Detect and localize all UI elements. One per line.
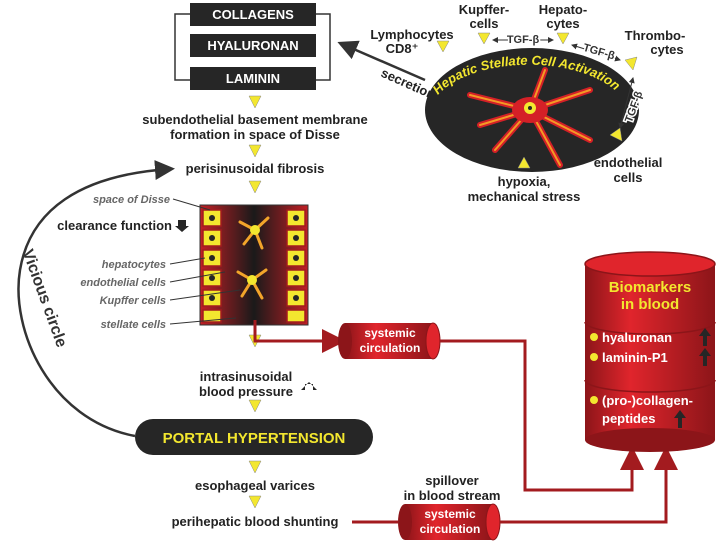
biomarker-laminin-up-arrow <box>699 348 711 366</box>
cd8-label: CD8⁺ <box>386 41 419 56</box>
circulation-to-biomarkers-arrow-2 <box>500 446 678 524</box>
sinusoid-label-stellate: stellate cells <box>101 319 166 331</box>
ecm-label-laminin: LAMININ <box>226 71 280 86</box>
kupffer-triangle <box>477 32 491 45</box>
portal-hypertension-label: PORTAL HYPERTENSION <box>163 430 346 447</box>
biomarker-bullet-3 <box>590 396 598 404</box>
biomarker-bullet-1 <box>590 333 598 341</box>
flow-triangle-7 <box>248 495 262 509</box>
pressure-label-1: intrasinusoidal <box>200 369 292 384</box>
biomarker-laminin: laminin-P1 <box>602 350 668 365</box>
kupffer-label-1: Kupffer- <box>459 2 510 17</box>
sinusoid-label-kupffer: Kupffer cells <box>100 295 166 307</box>
flow-triangle-6 <box>248 460 262 474</box>
biomarker-bullet-2 <box>590 353 598 361</box>
lymphocytes-triangle <box>436 40 450 53</box>
sinusoid-label-disse: space of Disse <box>93 194 170 206</box>
hypoxia-triangle <box>517 156 531 169</box>
flow-triangle-3 <box>248 180 262 194</box>
sinusoid-leader-hepatocytes <box>169 257 206 265</box>
secretion-arrow <box>337 40 426 82</box>
spillover-label-1: spillover <box>425 473 478 488</box>
kupffer-label-2: cells <box>470 16 499 31</box>
biomarkers-barrel: Biomarkers in blood hyaluronan laminin-P… <box>584 251 716 452</box>
shunting-label: perihepatic blood shunting <box>172 514 339 529</box>
ecm-bracket <box>174 13 331 81</box>
ecm-label-hyaluronan: HYALURONAN <box>207 38 298 53</box>
portal-hypertension-box: PORTAL HYPERTENSION <box>135 419 373 455</box>
ecm-box-laminin: LAMININ <box>190 67 316 90</box>
pressure-label-2: blood pressure <box>199 384 293 399</box>
sinusoid-to-circulation-arrow <box>253 320 346 353</box>
endothelial-triangle <box>609 127 623 142</box>
biomarker-collagen-up-arrow <box>674 410 686 428</box>
circulation-cylinder-bottom: systemic circulation <box>398 503 501 541</box>
biomarker-hyaluronan-up-arrow <box>699 328 711 346</box>
fibrosis-label: perisinusoidal fibrosis <box>186 161 325 176</box>
sinusoid-illustration <box>199 204 309 326</box>
hepatocytes-label-1: Hepato- <box>539 2 587 17</box>
circulation-top-label-1: systemic <box>364 326 416 340</box>
thrombocytes-label-1: Thrombo- <box>625 28 686 43</box>
basement-label-2: formation in space of Disse <box>170 127 340 142</box>
circulation-top-label-2: circulation <box>360 341 421 355</box>
flow-triangle-1 <box>248 95 262 109</box>
ecm-box-collagens: COLLAGENS <box>190 3 316 26</box>
hsc-ellipse <box>425 48 639 172</box>
varices-label: esophageal varices <box>195 478 315 493</box>
hypoxia-label-1: hypoxia, <box>498 174 551 189</box>
flow-triangle-5 <box>248 399 262 413</box>
thrombocytes-triangle <box>624 56 638 71</box>
clearance-down-arrow <box>175 220 189 232</box>
hepatocytes-triangle <box>556 32 570 45</box>
endothelial-label-2: cells <box>614 170 643 185</box>
biomarker-hyaluronan: hyaluronan <box>602 330 672 345</box>
sinusoid-label-endothelial: endothelial cells <box>80 277 166 289</box>
tgf-arrow-3 <box>618 77 635 129</box>
biomarkers-title-1: Biomarkers <box>609 279 692 296</box>
hepatocytes-label-2: cytes <box>546 16 579 31</box>
sinusoid-leader-kupffer <box>169 289 241 301</box>
circulation-bottom-label-1: systemic <box>424 507 476 521</box>
biomarkers-title-2: in blood <box>621 296 679 313</box>
tgf-label-1: TGF-β <box>507 34 540 46</box>
circulation-cylinder-top: systemic circulation <box>338 322 441 360</box>
sinusoid-leader-disse <box>172 198 211 211</box>
circulation-to-biomarkers-arrow-1 <box>440 339 644 492</box>
basement-label-1: subendothelial basement membrane <box>142 112 367 127</box>
sinusoid-leader-stellate <box>169 317 237 325</box>
pressure-up-arrow <box>301 382 317 390</box>
clearance-label: clearance function <box>57 218 172 233</box>
endothelial-label-1: endothelial <box>594 155 663 170</box>
biomarker-collagen-1: (pro-)collagen- <box>602 393 693 408</box>
biomarker-collagen-2: peptides <box>602 411 655 426</box>
sinusoid-label-hepatocytes: hepatocytes <box>102 259 166 271</box>
lymphocytes-label: Lymphocytes <box>370 27 453 42</box>
tgf-arrow-2 <box>571 43 621 62</box>
thrombocytes-label-2: cytes <box>650 42 683 57</box>
hypoxia-label-2: mechanical stress <box>468 189 581 204</box>
ecm-label-collagens: COLLAGENS <box>212 7 294 22</box>
sinusoid-leader-endothelial <box>169 271 226 283</box>
spillover-label-2: in blood stream <box>404 488 501 503</box>
vicious-circle-arrow <box>17 160 175 438</box>
flow-triangle-2 <box>248 144 262 158</box>
ecm-box-hyaluronan: HYALURONAN <box>190 34 316 57</box>
circulation-bottom-label-2: circulation <box>420 522 481 536</box>
